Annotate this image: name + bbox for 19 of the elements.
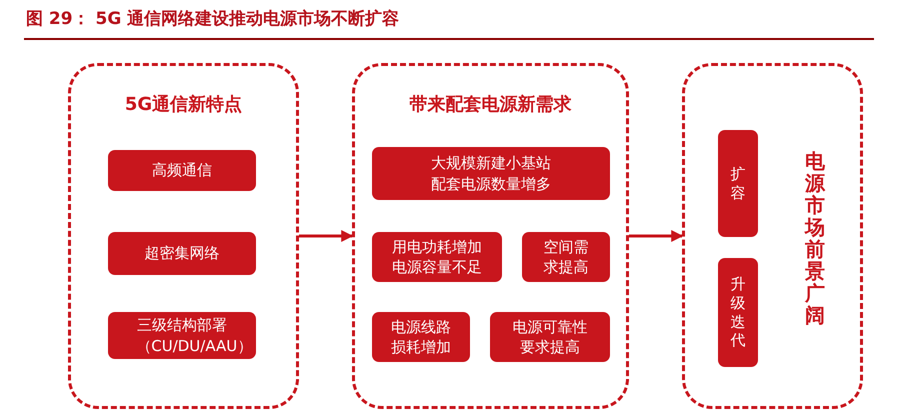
dashed-panel	[682, 63, 863, 409]
feature-box: 电源可靠性要求提高	[490, 312, 610, 362]
feature-box: 超密集网络	[108, 232, 256, 275]
feature-box: 电源线路损耗增加	[372, 312, 470, 362]
feature-box: 用电功耗增加电源容量不足	[372, 232, 502, 282]
feature-box: 大规模新建小基站配套电源数量增多	[372, 147, 610, 200]
feature-box: 升级迭代	[718, 258, 758, 367]
vertical-label: 电源市场前景广阔	[805, 150, 825, 326]
feature-box: 空间需求提高	[522, 232, 610, 282]
dashed-panel	[352, 63, 629, 409]
feature-box: 高频通信	[108, 150, 256, 191]
panel-heading: 5G通信新特点	[124, 93, 244, 116]
dashed-panel	[68, 63, 299, 409]
arrow	[629, 230, 684, 242]
feature-box: 三级结构部署（CU/DU/AAU）	[108, 312, 256, 359]
panel-heading: 带来配套电源新需求	[408, 93, 572, 116]
figure-title: 图 29： 5G 通信网络建设推动电源市场不断扩容	[26, 8, 400, 30]
feature-box: 扩容	[718, 130, 758, 237]
arrow	[299, 230, 354, 242]
